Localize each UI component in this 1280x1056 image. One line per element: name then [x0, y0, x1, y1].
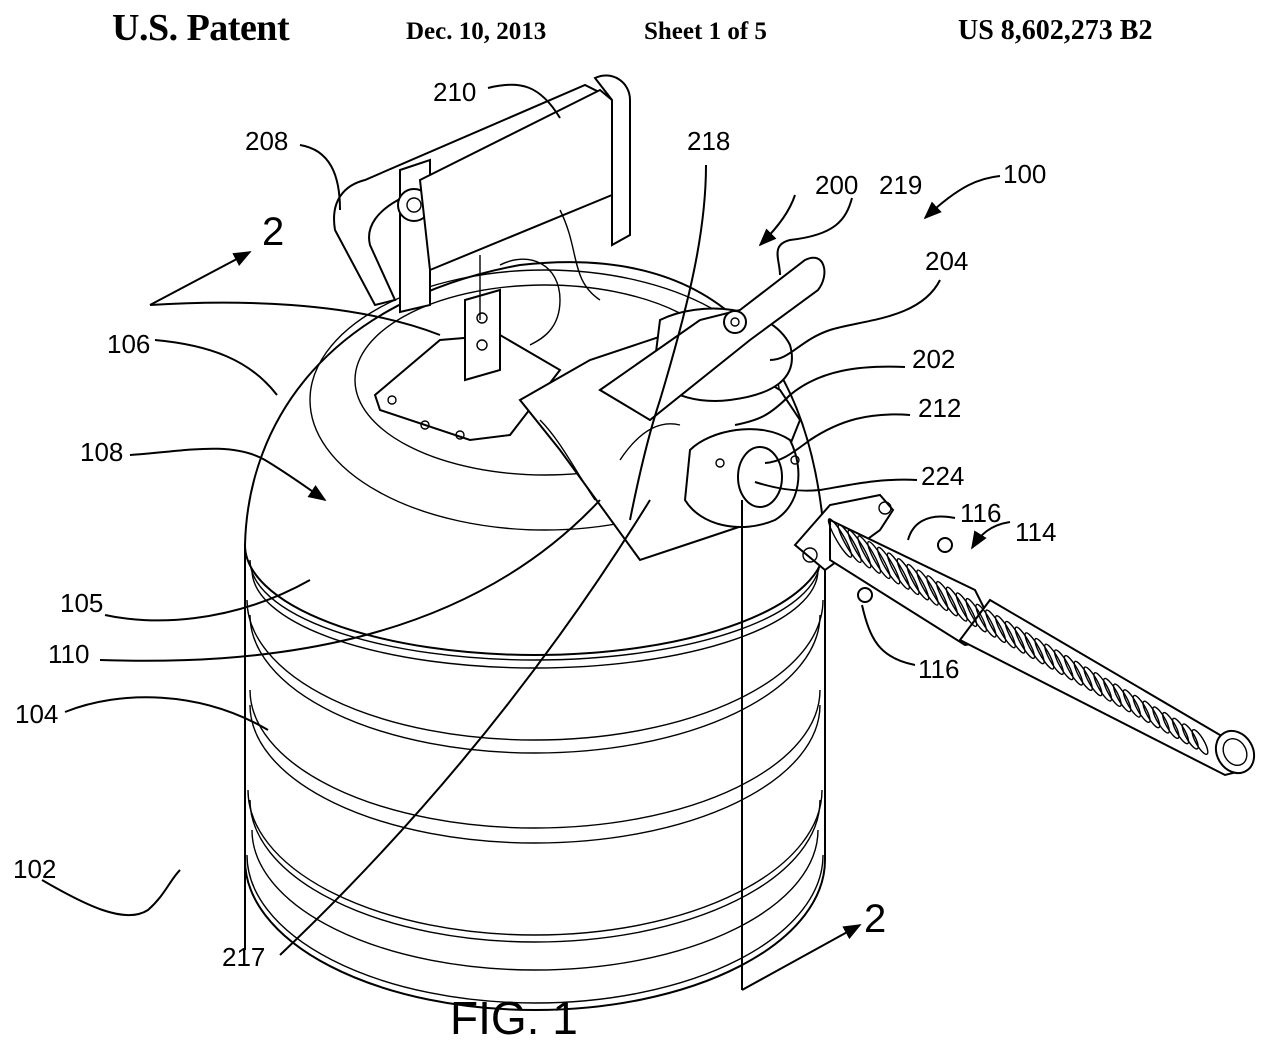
spout-coil-ring — [1014, 626, 1036, 660]
spout-coil-ring — [1171, 717, 1190, 745]
ref-218: 218 — [687, 126, 730, 156]
spout-coil-ring — [985, 609, 1007, 644]
ref-219: 219 — [879, 170, 922, 200]
valve-assembly — [518, 256, 826, 562]
ref-204: 204 — [925, 246, 968, 276]
spout-coil-ring — [945, 586, 968, 622]
spout-coil-ring — [1093, 672, 1113, 702]
spout-coil-ring — [1152, 706, 1170, 734]
spout-coil-ring — [975, 603, 997, 638]
spout-coil-ring — [857, 535, 882, 574]
section-marker-top: 2 — [262, 210, 284, 254]
spout-coil-ring — [1053, 649, 1074, 681]
spout-coil-ring — [1004, 620, 1026, 654]
ref-217: 217 — [222, 942, 265, 972]
spout-coil-ring — [896, 558, 920, 596]
spout-coil-ring — [867, 540, 891, 580]
spout-coil-ring — [1073, 660, 1093, 692]
ref-208: 208 — [245, 126, 288, 156]
ref-202: 202 — [912, 344, 955, 374]
flexible-spout — [793, 493, 1256, 777]
ref-200: 200 — [815, 170, 858, 200]
spout-coil-ring — [906, 563, 930, 601]
spout-coil-ring — [1063, 654, 1084, 686]
sheet-number: Sheet 1 of 5 — [644, 18, 767, 45]
ref-114: 114 — [1015, 517, 1056, 547]
ref-100: 100 — [1003, 159, 1046, 189]
spout-coil-ring — [827, 518, 853, 558]
ref-108: 108 — [80, 437, 123, 467]
spout-coil-ring — [1083, 666, 1103, 697]
spout-coil-ring — [837, 523, 862, 564]
ref-106: 106 — [107, 329, 150, 359]
spout-coil-ring — [955, 592, 978, 628]
spout-coil-ring — [1132, 694, 1151, 724]
ref-116-lower: 116 — [918, 654, 959, 684]
spout-coil-ring — [1103, 677, 1122, 708]
spout-coil-ring — [1034, 637, 1055, 670]
spout-coil-ring — [886, 552, 910, 590]
ref-104: 104 — [15, 699, 58, 729]
ref-105: 105 — [60, 588, 103, 618]
spout-coil-ring — [965, 597, 988, 633]
spout-coil-ring — [1122, 689, 1142, 718]
figure-caption: FIG. 1 — [450, 992, 578, 1044]
spout-coil-ring — [1112, 683, 1132, 713]
spout-coil-ring — [1044, 643, 1065, 676]
leader-lines — [41, 83, 1011, 991]
ref-224: 224 — [921, 461, 964, 491]
spout-coil-ring — [1191, 729, 1209, 755]
spout-coil-ring — [1162, 711, 1180, 740]
ref-110: 110 — [48, 639, 89, 669]
spout-coil-ring — [1181, 723, 1199, 750]
ref-116-upper: 116 — [960, 498, 1001, 528]
ref-212: 212 — [918, 393, 961, 423]
spout-coil-ring — [994, 615, 1016, 649]
reference-numerals: 210 208 218 200 219 100 204 202 212 224 … — [13, 77, 1056, 1044]
spout-coil-ring — [1024, 632, 1045, 665]
spout-coil-ring — [935, 580, 959, 617]
ref-210: 210 — [433, 77, 476, 107]
spout-coil-ring — [916, 569, 939, 606]
spout-coil-ring — [876, 546, 901, 585]
patent-number: US 8,602,273 B2 — [958, 15, 1153, 46]
can-body — [244, 544, 826, 1011]
spout-coil-ring — [1142, 700, 1161, 729]
spout-coil-ring — [926, 575, 949, 612]
patent-date: Dec. 10, 2013 — [406, 18, 547, 45]
carry-handle — [333, 74, 631, 346]
spout-coil-ring — [847, 529, 872, 569]
hinge-bracket — [373, 288, 562, 442]
spout-coils — [827, 518, 1209, 755]
ref-102: 102 — [13, 854, 56, 884]
section-marker-bottom: 2 — [864, 897, 886, 941]
patent-header-title: U.S. Patent — [112, 7, 290, 49]
